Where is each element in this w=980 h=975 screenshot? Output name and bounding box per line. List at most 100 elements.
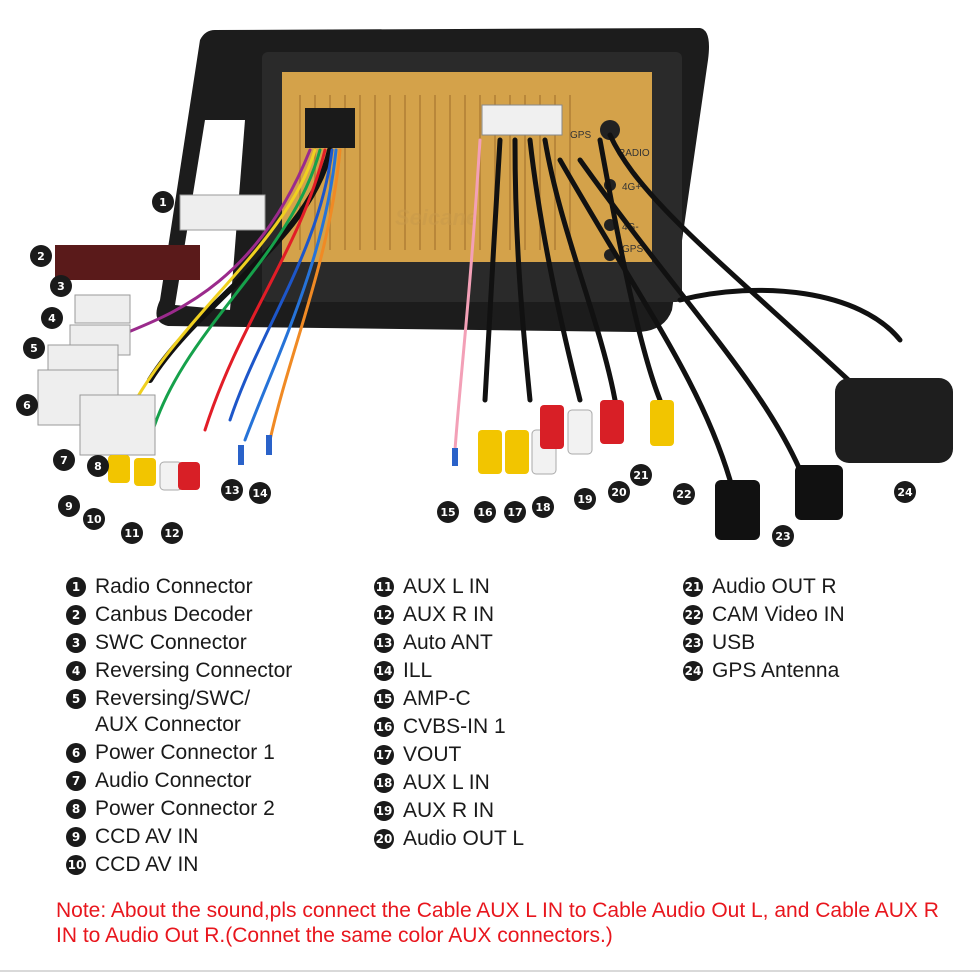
radio-port-label: RADIO xyxy=(618,148,650,159)
callout-number: 15 xyxy=(440,506,455,519)
legend-label: Audio Connector xyxy=(95,769,252,792)
legend-number-badge: 5 xyxy=(66,689,86,709)
callout-number: 6 xyxy=(23,399,31,412)
gps-side-label: GPS xyxy=(622,244,643,255)
callout-number: 10 xyxy=(86,513,102,526)
sound-connection-note: Note: About the sound,pls connect the Ca… xyxy=(56,899,939,947)
bottom-divider xyxy=(0,970,980,972)
callout-number: 3 xyxy=(57,280,65,293)
legend-number-badge: 11 xyxy=(374,577,394,597)
legend-label: AUX L IN xyxy=(403,771,490,794)
legend-item: 11 AUX L IN xyxy=(374,572,524,600)
legend-item: 2 Canbus Decoder xyxy=(66,600,292,628)
callout-marker xyxy=(894,481,916,503)
callout-number: 20 xyxy=(611,486,627,499)
callout-marker xyxy=(16,394,38,416)
port-4g-plus-label: 4G+ xyxy=(622,182,641,193)
legend-item: 6 Power Connector 1 xyxy=(66,738,292,766)
callout-marker xyxy=(673,483,695,505)
legend-number-badge: 18 xyxy=(374,773,394,793)
legend-number-badge: 10 xyxy=(66,855,86,875)
legend-label: Auto ANT xyxy=(403,631,493,654)
callout-number: 23 xyxy=(775,530,790,543)
legend-item: 10 CCD AV IN xyxy=(66,850,292,878)
callout-marker xyxy=(474,501,496,523)
head-unit-wiring-illustration: GPS RADIO 4G+ 4G- GPS Seicane xyxy=(16,28,953,547)
legend-number-badge: 24 xyxy=(683,661,703,681)
legend-item: 1 Radio Connector xyxy=(66,572,292,600)
callout-marker xyxy=(161,522,183,544)
callout-number: 16 xyxy=(477,506,493,519)
legend-number-badge: 19 xyxy=(374,801,394,821)
callout-marker xyxy=(23,337,45,359)
legend-label: ILL xyxy=(403,659,433,682)
legend-number-badge: 6 xyxy=(66,743,86,763)
head-unit-back: GPS RADIO 4G+ 4G- GPS Seicane xyxy=(262,52,682,302)
legend-item: 13 Auto ANT xyxy=(374,628,524,656)
legend-label: USB xyxy=(712,631,756,654)
legend-number-badge: 8 xyxy=(66,799,86,819)
legend-label: Reversing Connector xyxy=(95,659,293,682)
legend-number-badge: 2 xyxy=(66,605,86,625)
watermark: Seicane xyxy=(395,205,478,230)
callout-number: 21 xyxy=(633,469,648,482)
connector-blocks xyxy=(37,194,266,456)
legend-number-badge: 1 xyxy=(66,577,86,597)
callout-marker xyxy=(53,449,75,471)
callout-marker xyxy=(574,488,596,510)
callout-markers: 1 2 3 4 5 6 7 8 9 10 11 12 13 14 15 16 1… xyxy=(16,191,916,547)
callout-marker xyxy=(87,455,109,477)
legend-label: AUX R IN xyxy=(403,603,495,626)
callout-marker xyxy=(772,525,794,547)
legend-label: AUX L IN xyxy=(403,575,490,598)
callout-number: 9 xyxy=(65,500,73,513)
callout-marker xyxy=(121,522,143,544)
legend-number-badge: 9 xyxy=(66,827,86,847)
callout-marker xyxy=(630,464,652,486)
legend-item: 8 Power Connector 2 xyxy=(66,794,292,822)
legend-label: AMP-C xyxy=(403,687,471,710)
legend-label: Power Connector 2 xyxy=(95,797,275,820)
legend-label: Reversing/SWC/ AUX Connector xyxy=(95,687,251,736)
legend-item: 5 Reversing/SWC/ AUX Connector xyxy=(66,684,292,738)
legend-label: Radio Connector xyxy=(95,575,253,598)
legend-label: Canbus Decoder xyxy=(95,603,253,626)
legend-item: 14 ILL xyxy=(374,656,524,684)
callout-number: 1 xyxy=(159,196,167,209)
callout-number: 4 xyxy=(48,312,56,325)
legend-label: CVBS-IN 1 xyxy=(403,715,506,738)
legend-number-badge: 23 xyxy=(683,633,703,653)
callout-marker xyxy=(249,482,271,504)
legend-item: 18 AUX L IN xyxy=(374,768,524,796)
legend-item: 23 USB xyxy=(683,628,845,656)
legend-label: Power Connector 1 xyxy=(95,741,275,764)
callout-number: 17 xyxy=(507,506,522,519)
legend-label: Audio OUT L xyxy=(403,827,525,850)
rca-plugs xyxy=(108,400,674,491)
callout-number: 8 xyxy=(94,460,102,473)
legend-label: CCD AV IN xyxy=(95,853,199,876)
callout-marker xyxy=(504,501,526,523)
legend-label: SWC Connector xyxy=(95,631,247,654)
legend-number-badge: 13 xyxy=(374,633,394,653)
callout-marker xyxy=(83,508,105,530)
callout-marker xyxy=(437,501,459,523)
callout-number: 5 xyxy=(30,342,38,355)
callout-number: 18 xyxy=(535,501,550,514)
callout-number: 7 xyxy=(60,454,68,467)
legend-number-badge: 14 xyxy=(374,661,394,681)
